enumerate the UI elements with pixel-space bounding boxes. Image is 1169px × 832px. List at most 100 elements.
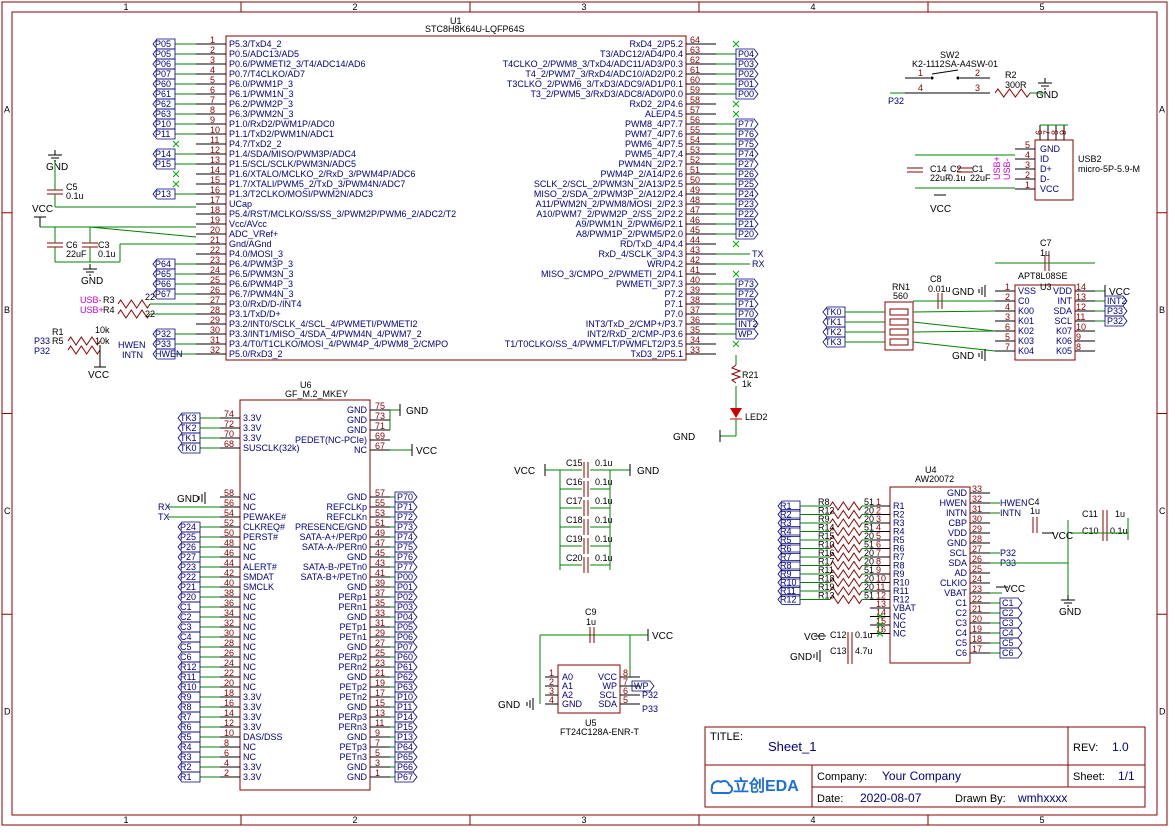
u6-pin-number: 46	[224, 548, 234, 558]
c9-value: 1u	[586, 617, 596, 627]
u6-net-label: TK0	[180, 443, 197, 453]
u1-part: STC8H8K64U-LQFP64S	[425, 24, 525, 34]
u4-pin-number: 21	[972, 604, 982, 614]
u1-net-label: P65	[155, 269, 171, 279]
u1-net-label: P07	[155, 69, 171, 79]
c14-ref: C14	[930, 164, 947, 174]
c2-ref: C2	[950, 164, 962, 174]
u1-pin-name: RD/TxD_4/P4.4	[620, 239, 683, 249]
u6-pin-number: 69	[375, 431, 385, 441]
c4-value: 1u	[1030, 506, 1040, 516]
decap-ref: C19	[566, 534, 583, 544]
u6-net-label: P11	[397, 702, 412, 712]
u4-pin-number: 22	[972, 594, 982, 604]
u1-net-label: P04	[738, 49, 754, 59]
u1-pin-name: PWMETI_3/P7.3	[616, 279, 683, 289]
u1-pin-number: 25	[210, 275, 220, 285]
u3-pin-name: C0	[1018, 296, 1030, 306]
u6-net-label: R6	[180, 722, 192, 732]
u6-pin-name: GND	[347, 612, 368, 622]
u3-pin-number: 10	[1076, 322, 1086, 332]
r4-value: 22	[145, 309, 155, 319]
u1-pin-name: RxD4_2/P5.2	[629, 39, 683, 49]
u1-pin-number: 56	[690, 115, 700, 125]
u6-pin-name: PERn1	[338, 602, 367, 612]
r21-value: 1k	[742, 379, 752, 389]
u1-body	[225, 35, 687, 361]
u1-pin-number: 6	[210, 85, 215, 95]
u6-pin-number: 11	[375, 718, 384, 728]
sheet-label: Sheet:	[1073, 771, 1105, 783]
u6-net-label: P26	[180, 542, 196, 552]
date-label: Date:	[817, 793, 843, 805]
u1-pin-name: P1.5/SCL/SCLK/PWM3N/ADC5	[229, 159, 356, 169]
r21-ref: R21	[742, 370, 759, 380]
gnd-label: GND	[952, 351, 974, 362]
u3-pin-number: 14	[1076, 282, 1086, 292]
u5-body	[557, 664, 621, 714]
net-flag-outline	[999, 597, 1023, 609]
net-flag-outline	[822, 336, 846, 348]
gnd-label: GND	[790, 652, 812, 663]
u1-pin-number: 62	[690, 55, 700, 65]
u3-pin-name: K03	[1018, 336, 1034, 346]
u1-pin-name: P6.0/PWM1P_3	[229, 79, 293, 89]
u1-pin-number: 31	[210, 335, 220, 345]
u4-pin-number: 26	[972, 554, 982, 564]
u1-net-label: P61	[155, 89, 171, 99]
u4-pin-name: C1	[955, 598, 967, 608]
u6-net-label: P76	[397, 552, 413, 562]
u6-pin-number: 12	[224, 718, 234, 728]
u6-pin-name: NC	[243, 752, 256, 762]
net-flag-outline	[1104, 295, 1128, 307]
u1-pin-number: 30	[210, 325, 220, 335]
u1-pin-name: P4.0/MOSI_3	[229, 249, 283, 259]
sheet-value: 1/1	[1118, 769, 1135, 783]
u1-pin-number: 19	[210, 215, 220, 225]
net-flag-outline	[177, 422, 201, 434]
c11-value: 1u	[1115, 509, 1125, 519]
rn1-element	[889, 308, 909, 316]
u4-resistor-ref: R9	[818, 514, 830, 524]
sw2-pin-number: 2	[975, 68, 980, 78]
u1-pin-name: T3_2/PWM5_3/RxD3/ADC8/AD0/P0.0	[530, 89, 683, 99]
sw2-part: K2-1112SA-A4SW-01	[912, 59, 998, 69]
u5-net-label: WP	[634, 681, 649, 691]
u6-net-label: R12	[180, 662, 197, 672]
net-flag-outline	[177, 731, 201, 743]
u4-net-label: INTN	[1000, 508, 1021, 518]
u1-pin-number: 12	[210, 145, 220, 155]
u1-net-label: TX	[752, 249, 764, 259]
u6-net-label: P63	[397, 682, 413, 692]
row-label: D	[4, 707, 11, 717]
net-flag-outline	[735, 78, 759, 90]
u5-vcc-label: VCC	[652, 631, 673, 642]
u1-net-label: P10	[155, 119, 171, 129]
u6-net-label: TK2	[180, 423, 197, 433]
usb-part: micro-5P-5.9-M	[1078, 164, 1140, 174]
u4-pin-name: R7	[893, 552, 905, 562]
r5-value: 10k	[95, 336, 110, 346]
net-flag-outline	[394, 751, 418, 763]
u1-pin-number: 41	[690, 265, 700, 275]
usb-dplus-net: USB+	[992, 156, 1002, 180]
u1-pin-number: 18	[210, 205, 220, 215]
u4-resistor-ref: R8	[818, 497, 830, 507]
u6-pin-name: PETn3	[339, 752, 367, 762]
u4-pin-number: 33	[972, 484, 982, 494]
net-flag-outline	[152, 88, 176, 100]
u4-pin-name: CBP	[948, 518, 967, 528]
u3-pin-number: 12	[1076, 302, 1086, 312]
u1-pin-number: 36	[690, 315, 700, 325]
decap-ref: C16	[566, 477, 583, 487]
